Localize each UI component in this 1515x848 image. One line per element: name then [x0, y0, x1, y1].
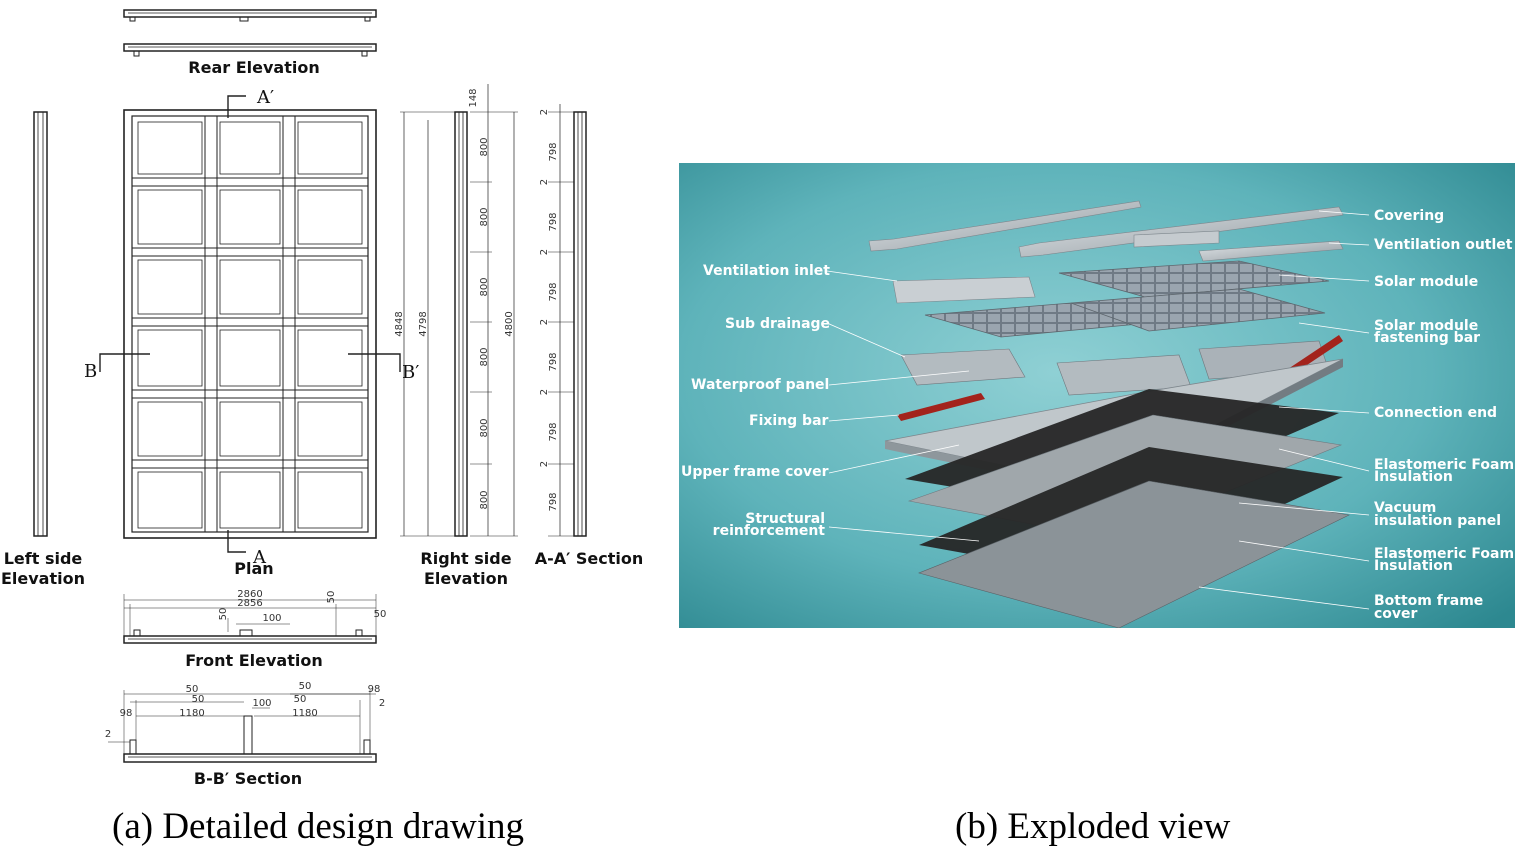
aa-module-5: 798: [548, 422, 559, 441]
dim-4798: 4798: [418, 311, 429, 336]
section-bb-label: B-B′ Section: [194, 769, 302, 788]
detailed-design-drawing: Rear Elevation Left side Elevation: [1, 9, 644, 788]
aa-module-6: 798: [548, 492, 559, 511]
dim-800-4: 800: [479, 347, 490, 366]
front-dim-100: 100: [262, 613, 281, 624]
bb-dim-98-right: 98: [368, 684, 381, 695]
rear-elevation-drawing: [123, 9, 377, 57]
label-structural-reinforcement-line2: reinforcement: [713, 523, 826, 539]
label-vacuum-insulation-line2: insulation panel: [1374, 513, 1501, 529]
dim-4848: 4848: [394, 311, 405, 336]
dim-800-1: 800: [479, 137, 490, 156]
section-aa-drawing: [548, 104, 587, 537]
label-vacuum-insulation-line1: Vacuum: [1374, 500, 1436, 516]
dim-800-6: 800: [479, 490, 490, 509]
bb-dim-98-left: 98: [120, 708, 133, 719]
bb-dim-50-a: 50: [186, 684, 199, 695]
bb-dim-2-left: 2: [105, 729, 111, 740]
aa-gap-5: 2: [539, 389, 550, 395]
aa-module-1: 798: [548, 142, 559, 161]
label-bottom-frame-cover-line2: cover: [1374, 606, 1418, 622]
section-marker-a: A: [252, 547, 267, 568]
section-marker-b-prime: B′: [402, 362, 419, 383]
caption-a: (a) Detailed design drawing: [112, 806, 524, 847]
front-elevation-label: Front Elevation: [185, 651, 322, 670]
front-dim-2860: 2860: [237, 589, 262, 600]
label-sub-drainage: Sub drainage: [725, 316, 830, 332]
label-ventilation-outlet: Ventilation outlet: [1374, 237, 1513, 253]
dim-4800: 4800: [504, 311, 515, 336]
left-leader-lines: [826, 270, 980, 542]
plan-label: Plan: [234, 559, 273, 578]
section-marker-a-prime: A′: [256, 87, 274, 108]
section-marker-b: B: [84, 361, 97, 382]
label-solar-module-fastening-bar-line2: fastening bar: [1374, 330, 1480, 346]
plan-drawing: [99, 95, 401, 553]
bb-dim-100: 100: [252, 698, 271, 709]
aa-gap-4: 2: [539, 319, 550, 325]
label-covering: Covering: [1374, 208, 1444, 224]
bb-dim-50-b: 50: [192, 694, 205, 705]
label-elastomeric-foam-2-line2: Insulation: [1374, 558, 1453, 574]
label-structural-reinforcement-line1: Structural: [745, 511, 825, 527]
right-leader-lines: [1198, 210, 1370, 610]
section-bb-drawing: [108, 690, 377, 763]
right-side-elevation-label-line2: Elevation: [424, 569, 508, 588]
aa-module-3: 798: [548, 282, 559, 301]
solar-module-part: [924, 260, 1330, 338]
dim-800-3: 800: [479, 277, 490, 296]
label-solar-module-fastening-bar-line1: Solar module: [1374, 318, 1478, 334]
bb-dim-1180-right: 1180: [292, 708, 317, 719]
bb-dim-2-right: 2: [379, 698, 385, 709]
aa-gap-2: 2: [539, 179, 550, 185]
dim-800-2: 800: [479, 207, 490, 226]
aa-gap-3: 2: [539, 249, 550, 255]
covering-rails: [868, 200, 1344, 262]
label-fixing-bar: Fixing bar: [749, 413, 829, 429]
front-dim-50-right-edge: 50: [326, 591, 337, 604]
aa-module-4: 798: [548, 352, 559, 371]
right-side-elevation-label-line1: Right side: [420, 549, 511, 568]
left-side-elevation-drawing: [33, 111, 48, 537]
bb-dim-1180-left: 1180: [179, 708, 204, 719]
left-side-elevation-label-line1: Left side: [4, 549, 83, 568]
section-aa-label: A-A′ Section: [535, 549, 644, 568]
label-waterproof-panel: Waterproof panel: [691, 377, 829, 393]
bb-dim-50-d: 50: [294, 694, 307, 705]
label-solar-module: Solar module: [1374, 274, 1478, 290]
insulation-layers: [905, 389, 1350, 628]
label-elastomeric-foam-1-line1: Elastomeric Foam: [1374, 457, 1514, 473]
rear-elevation-label: Rear Elevation: [188, 58, 319, 77]
caption-b: (b) Exploded view: [955, 806, 1231, 847]
left-side-elevation-label-line2: Elevation: [1, 569, 85, 588]
aa-module-2: 798: [548, 212, 559, 231]
label-upper-frame-cover: Upper frame cover: [681, 464, 829, 480]
dim-148: 148: [468, 88, 479, 107]
front-elevation-drawing: [123, 594, 377, 644]
label-ventilation-inlet: Ventilation inlet: [703, 263, 830, 279]
bb-dim-50-c: 50: [299, 681, 312, 692]
label-bottom-frame-cover-line1: Bottom frame: [1374, 593, 1483, 609]
aa-gap-6: 2: [539, 461, 550, 467]
front-dim-50-right: 50: [374, 609, 387, 620]
ventilation-inlet-part: [892, 276, 1036, 304]
aa-gap-1: 2: [539, 109, 550, 115]
label-elastomeric-foam-2-line1: Elastomeric Foam: [1374, 546, 1514, 562]
right-side-elevation-drawing: [400, 84, 518, 537]
dim-800-5: 800: [479, 418, 490, 437]
front-dim-2856: 2856: [237, 598, 262, 609]
exploded-view: Ventilation inlet Sub drainage Waterproo…: [679, 163, 1515, 628]
front-dim-50-left: 50: [218, 608, 229, 621]
label-connection-end: Connection end: [1374, 405, 1497, 421]
label-elastomeric-foam-1-line2: Insulation: [1374, 469, 1453, 485]
